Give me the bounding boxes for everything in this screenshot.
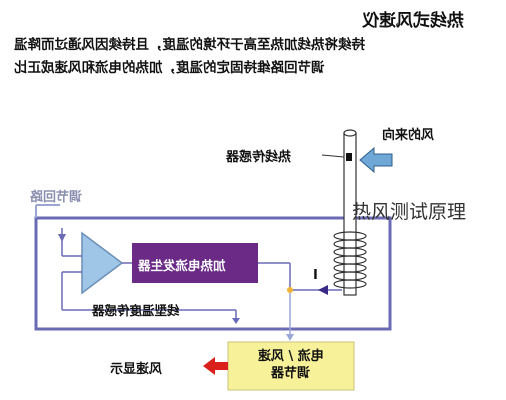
temp-sensor-label: 线型温度传感器 bbox=[92, 303, 180, 318]
control-loop-frame bbox=[34, 216, 392, 331]
heating-coil bbox=[333, 231, 367, 289]
current-label: I bbox=[313, 268, 318, 283]
hot-wire-marker bbox=[346, 153, 352, 161]
current-arrow bbox=[318, 285, 328, 295]
wind-arrow bbox=[359, 146, 393, 174]
sensor-leader bbox=[321, 154, 345, 158]
display-label: 风速显示 bbox=[110, 362, 163, 377]
generator-box bbox=[132, 243, 258, 283]
amplifier-triangle bbox=[81, 231, 124, 295]
regulator-label: 电流 / 风速 调节器 bbox=[258, 349, 324, 381]
loop-label: 调节回路 bbox=[30, 190, 83, 205]
sensor-label: 热线传感器 bbox=[226, 150, 292, 165]
feed-arrow bbox=[58, 234, 66, 242]
to-regulator-arrow bbox=[286, 334, 294, 341]
caption: 热风测试原理 bbox=[352, 201, 467, 223]
junction-node bbox=[287, 287, 293, 293]
probe-top bbox=[343, 129, 357, 137]
display-arrow bbox=[203, 357, 228, 375]
regulator-box bbox=[227, 341, 355, 391]
generator-label: 加热电流发生器 bbox=[138, 258, 226, 273]
wind-direction-label: 风的来向 bbox=[382, 128, 435, 143]
temp-sense-arrow bbox=[232, 318, 240, 324]
